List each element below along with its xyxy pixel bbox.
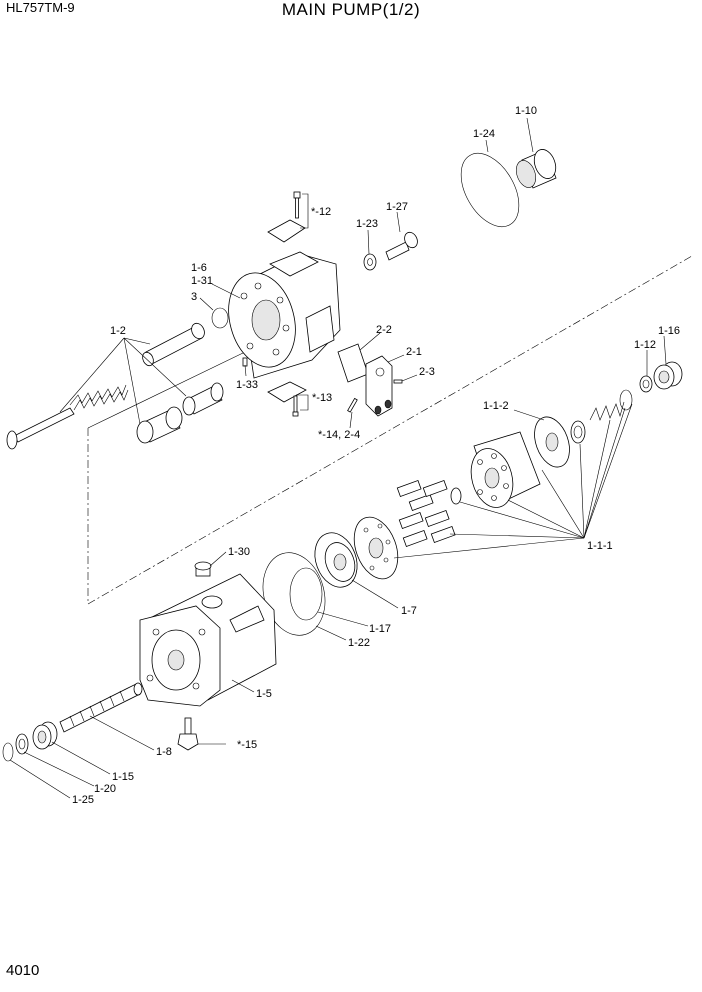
label-1-17: 1-17 — [369, 623, 391, 635]
label-2-2: 2-2 — [376, 324, 392, 336]
label-1-10: 1-10 — [515, 105, 537, 117]
part-2-4-pin — [347, 397, 358, 413]
part-12-bolt — [293, 191, 301, 219]
label-1-31: 1-31 — [191, 275, 213, 287]
label-1-16: 1-16 — [658, 325, 680, 337]
label-1-7: 1-7 — [401, 605, 417, 617]
part-1-6-pump-housing — [228, 251, 341, 379]
label-1-1-2: 1-1-2 — [483, 400, 509, 412]
alignment-frame-top — [87, 351, 246, 429]
label-1-23: 1-23 — [356, 218, 378, 230]
part-2-2-gasket — [337, 343, 369, 383]
part-1-20-ring — [15, 733, 29, 755]
part-1-15-bearing — [32, 721, 58, 750]
part-3-o-ring — [211, 307, 229, 329]
label-2-1: 2-1 — [406, 346, 422, 358]
label-2-3: 2-3 — [419, 366, 435, 378]
label-12: *-12 — [311, 206, 331, 218]
label-3: 3 — [191, 291, 197, 303]
part-1-16-bearing — [653, 361, 683, 390]
part-2-1-control-valve — [365, 355, 393, 417]
part-1-25-snap-ring — [2, 742, 14, 762]
part-1-2-regulator-group — [6, 322, 224, 450]
part-2-3-screw — [393, 379, 403, 384]
part-1-24-o-ring — [460, 153, 520, 227]
part-1-1-1-ring — [570, 420, 586, 444]
label-1-12: 1-12 — [634, 339, 656, 351]
part-1-17-o-ring — [289, 567, 323, 621]
label-1-33: 1-33 — [236, 379, 258, 391]
part-1-7-swash-plate — [314, 532, 358, 588]
label-1-22: 1-22 — [348, 637, 370, 649]
part-1-33-pin — [242, 357, 248, 367]
part-15-drain-plug — [177, 717, 199, 751]
part-1-1-2-valve-plate — [534, 416, 570, 468]
part-1-23-washer — [363, 253, 377, 271]
part-1-1-1-spring — [589, 401, 625, 421]
label-1-15: 1-15 — [112, 771, 134, 783]
label-1-8: 1-8 — [156, 746, 172, 758]
label-1-6: 1-6 — [191, 262, 207, 274]
label-14-2-4: *-14, 2-4 — [318, 429, 360, 441]
part-1-12-ring — [639, 375, 653, 393]
part-1-10-bushing — [515, 149, 557, 189]
part-1-27-bolt — [385, 231, 418, 261]
label-1-20: 1-20 — [94, 783, 116, 795]
part-12-cover-plate — [267, 219, 306, 243]
label-1-27: 1-27 — [386, 201, 408, 213]
part-1-8-drive-shaft — [59, 682, 143, 733]
part-13-cover-plate — [267, 381, 307, 403]
part-13-bolt — [292, 395, 299, 417]
page-title: MAIN PUMP(1/2) — [281, 0, 421, 19]
part-1-1-1-pistons — [396, 479, 456, 547]
label-1-24: 1-24 — [473, 128, 495, 140]
label-1-5: 1-5 — [256, 688, 272, 700]
part-1-30-plug — [194, 561, 212, 577]
label-1-2: 1-2 — [110, 325, 126, 337]
alignment-frame-line — [87, 255, 693, 605]
part-1-1-1-cylinder-block — [470, 431, 541, 508]
part-retainer-plate — [353, 516, 399, 580]
label-13: *-13 — [312, 392, 332, 404]
label-1-1-1: 1-1-1 — [587, 540, 613, 552]
label-1-25: 1-25 — [72, 794, 94, 806]
part-1-1-1-spherical-bush — [450, 487, 462, 505]
leader-lines — [9, 117, 667, 799]
label-1-30: 1-30 — [228, 546, 250, 558]
part-1-5-pump-casing — [139, 573, 277, 707]
label-15: *-15 — [237, 739, 257, 751]
model-number: HL757TM-9 — [6, 0, 75, 15]
page-number: 4010 — [6, 962, 40, 979]
